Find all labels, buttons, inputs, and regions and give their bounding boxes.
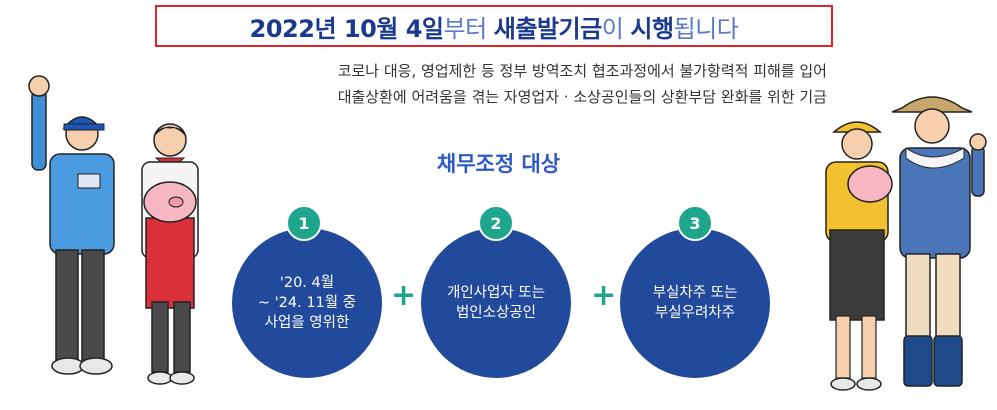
criteria-badge-1: 1 <box>286 205 322 241</box>
plus-icon-1: + <box>391 278 417 313</box>
section-title: 채무조정 대상 <box>436 152 561 176</box>
criteria-1-line-2: ~ '24. 11월 중 <box>257 295 357 311</box>
headline-ending: 됩니다 <box>673 14 739 43</box>
woman-farmer-illustration <box>825 121 893 391</box>
headline-box: 2022년 10월 4일부터 새출발기금이 시행됩니다 <box>155 5 833 47</box>
criteria-2-line-1: 개인사업자 또는 <box>447 285 545 301</box>
headline-particle: 이 <box>601 14 631 43</box>
headline-effective: 시행 <box>630 14 674 43</box>
subtitle-line-2: 대출상환에 어려움을 겪는 자영업자 · 소상공인들의 상환부담 완화를 위한 … <box>337 88 827 106</box>
criteria-badge-2: 2 <box>478 205 514 241</box>
shopkeeper-illustration <box>141 123 199 385</box>
headline-date: 2022년 10월 4일 <box>249 14 444 43</box>
criteria-badge-3: 3 <box>677 205 713 241</box>
man-farmer-illustration <box>891 96 987 387</box>
criteria-circle-2: 개인사업자 또는 법인소상공인 <box>421 228 571 378</box>
plus-icon-2: + <box>591 278 617 313</box>
headline: 2022년 10월 4일부터 새출발기금이 시행됩니다 <box>250 9 739 44</box>
criteria-circle-3: 부실차주 또는 부실우려차주 <box>620 228 770 378</box>
headline-fund: 새출발기금 <box>493 14 602 43</box>
subtitle-line-1: 코로나 대응, 영업제한 등 정부 방역조치 협조과정에서 불가항력적 피해를 … <box>337 62 827 80</box>
headline-from: 부터 <box>443 14 494 43</box>
criteria-circle-1: '20. 4월 ~ '24. 11월 중 사업을 영위한 <box>232 228 382 378</box>
criteria-1-line-1: '20. 4월 <box>279 275 335 291</box>
criteria-3-line-1: 부실차주 또는 <box>652 285 738 301</box>
worker-illustration <box>28 75 115 375</box>
criteria-1-line-3: 사업을 영위한 <box>264 315 350 331</box>
criteria-3-line-2: 부실우려차주 <box>654 305 736 321</box>
criteria-2-line-2: 법인소상공인 <box>455 305 537 321</box>
